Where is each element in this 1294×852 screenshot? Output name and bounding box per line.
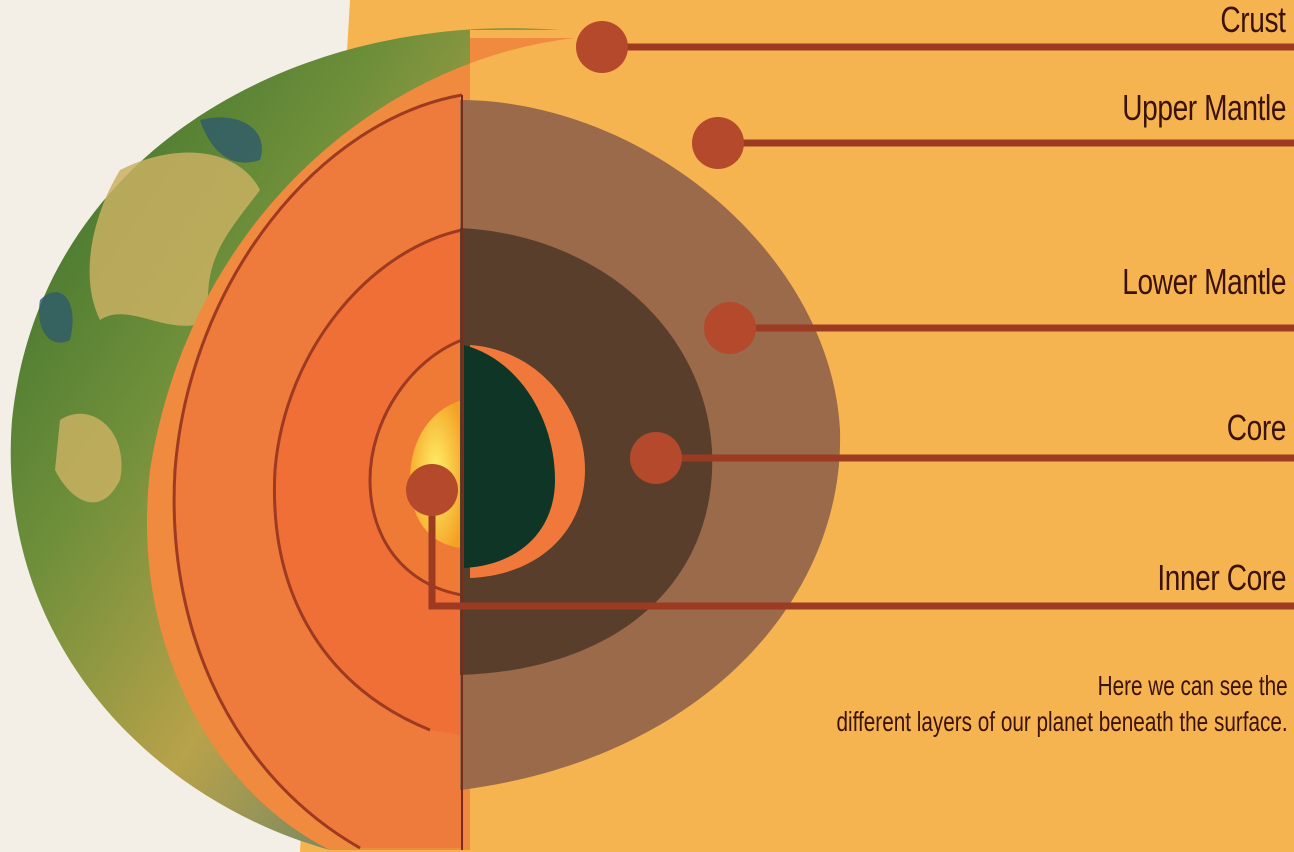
- marker-lower-mantle: [704, 302, 756, 354]
- marker-crust: [576, 21, 628, 73]
- marker-core: [630, 432, 682, 484]
- marker-upper-mantle: [692, 117, 744, 169]
- marker-inner-core: [406, 464, 458, 516]
- caption-line-2: different layers of our planet beneath t…: [837, 704, 1288, 740]
- label-inner-core: Inner Core: [1157, 560, 1286, 596]
- label-upper-mantle: Upper Mantle: [1122, 90, 1286, 126]
- label-crust: Crust: [1221, 2, 1286, 38]
- label-lower-mantle: Lower Mantle: [1122, 264, 1286, 300]
- caption: Here we can see the different layers of …: [837, 668, 1288, 740]
- label-core: Core: [1227, 410, 1286, 446]
- caption-line-1: Here we can see the: [837, 668, 1288, 704]
